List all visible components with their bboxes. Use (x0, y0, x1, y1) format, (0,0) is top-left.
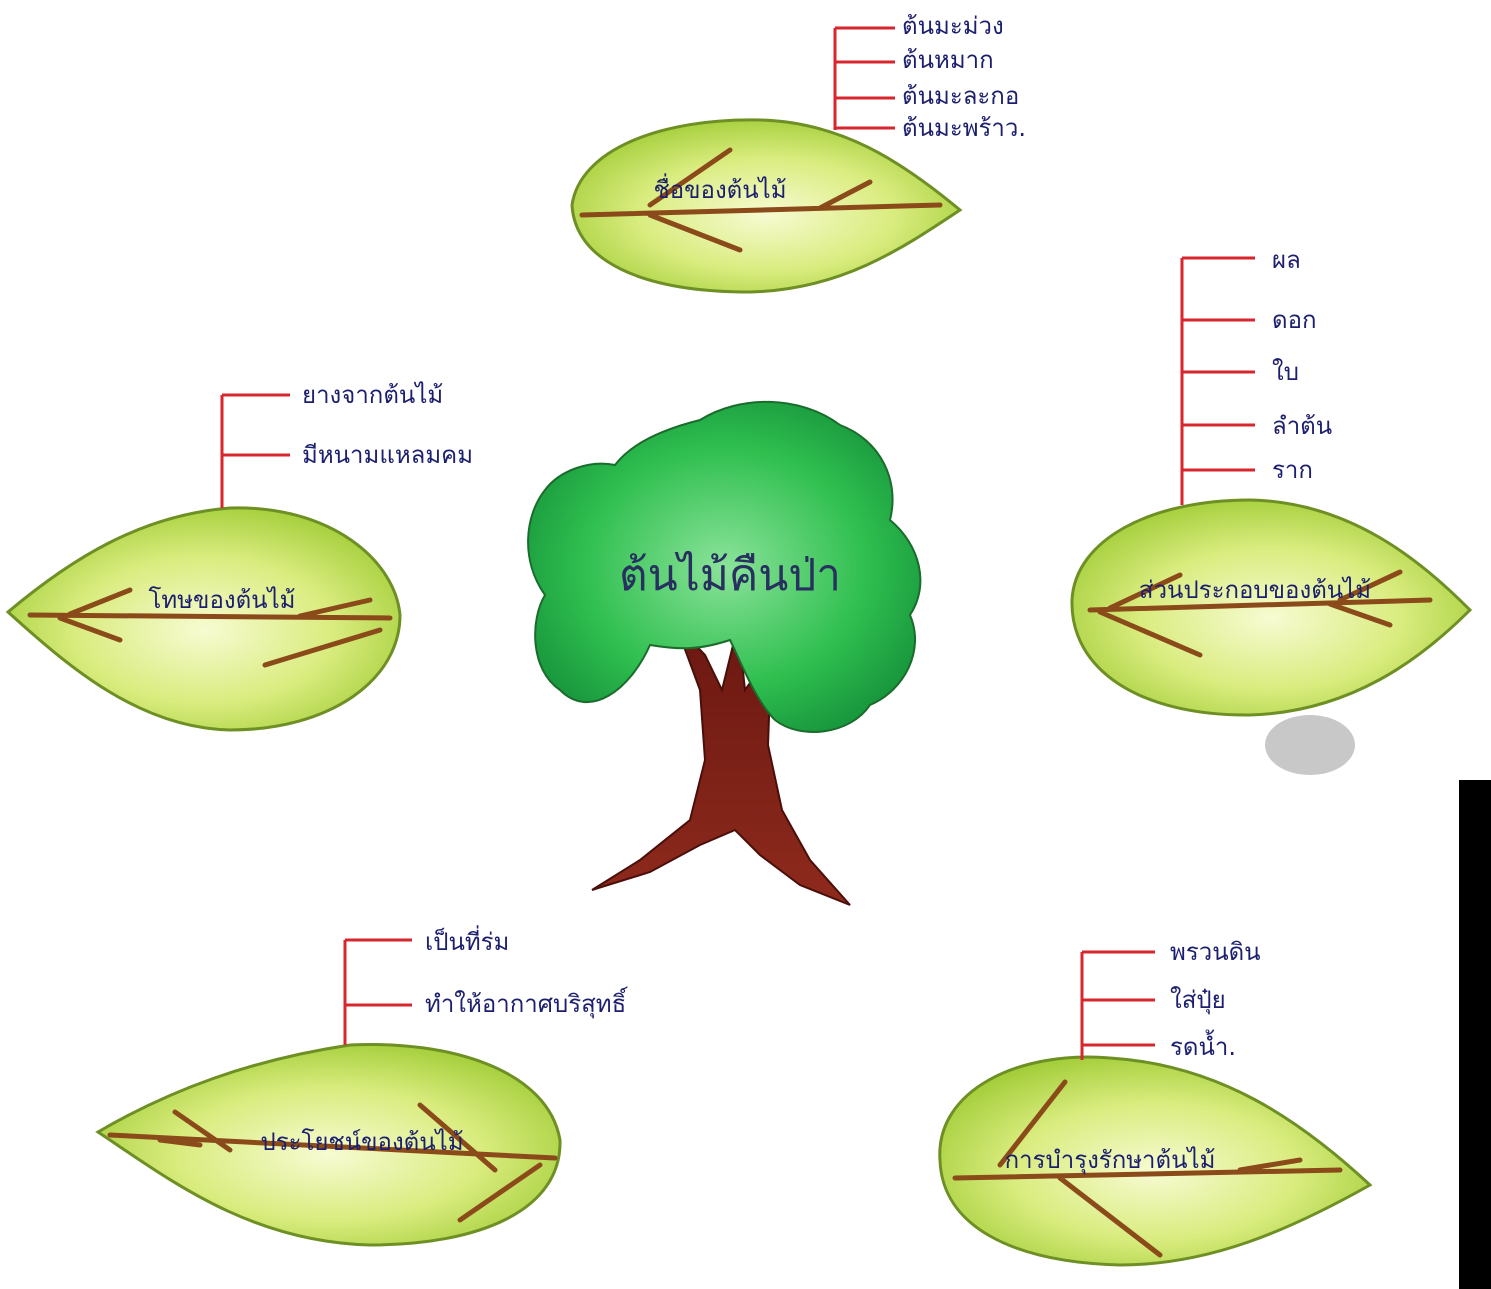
branch-item: ใบ (1272, 358, 1299, 386)
leaf-tree-benefits: ประโยชน์ของต้นไม้ เป็นที่ร่ม ทำให้อากาศบ… (98, 925, 629, 1245)
branch-item: รดน้ำ. (1170, 1029, 1236, 1061)
branch-item: ใส่ปุ๋ย (1170, 986, 1226, 1015)
branch-item: ผล (1272, 246, 1301, 274)
center-label: ต้นไม้คืนป่า (619, 550, 841, 601)
leaf-label: ชื่อของต้นไม้ (653, 173, 786, 204)
branch-item: ต้นมะพร้าว. (902, 114, 1026, 142)
branch-connector (1082, 952, 1155, 1060)
branch-connector (835, 28, 895, 130)
branch-connector (1182, 258, 1255, 505)
leaf-label: ส่วนประกอบของต้นไม้ (1139, 576, 1371, 604)
leaf-label: โทษของต้นไม้ (149, 586, 296, 614)
leaf-tree-care: การบำรุงรักษาต้นไม้ พรวนดิน ใส่ปุ๋ย รดน้… (940, 938, 1370, 1265)
branch-item: ลำต้น (1272, 412, 1332, 440)
central-tree: ต้นไม้คืนป่า (528, 402, 920, 905)
branch-connector (222, 395, 290, 508)
branch-item: เป็นที่ร่ม (425, 925, 509, 956)
branch-item: ทำให้อากาศบริสุทธิ์ (425, 986, 629, 1019)
scan-edge (1459, 780, 1491, 1289)
branch-item: ดอก (1272, 306, 1317, 334)
branch-item: พรวนดิน (1170, 938, 1261, 966)
branch-item: ยางจากต้นไม้ (302, 381, 443, 409)
branch-connector (345, 940, 412, 1045)
leaf-tree-harms: โทษของต้นไม้ ยางจากต้นไม้ มีหนามแหลมคม (8, 381, 473, 730)
leaf-tree-parts: ส่วนประกอบของต้นไม้ ผล ดอก ใบ ลำต้น ราก (1072, 246, 1470, 715)
branch-item: ราก (1272, 456, 1313, 484)
leaf-tree-names: ชื่อของต้นไม้ ต้นมะม่วง ต้นหมาก ต้นมะละก… (572, 12, 1026, 292)
branch-item: ต้นมะละกอ (902, 82, 1019, 110)
leaf-label: การบำรุงรักษาต้นไม้ (1005, 1146, 1216, 1175)
branch-item: มีหนามแหลมคม (302, 441, 473, 469)
smudge-mark (1265, 715, 1355, 775)
branch-item: ต้นหมาก (902, 46, 994, 74)
leaf-label: ประโยชน์ของต้นไม้ (260, 1128, 463, 1156)
branch-item: ต้นมะม่วง (902, 12, 1004, 40)
